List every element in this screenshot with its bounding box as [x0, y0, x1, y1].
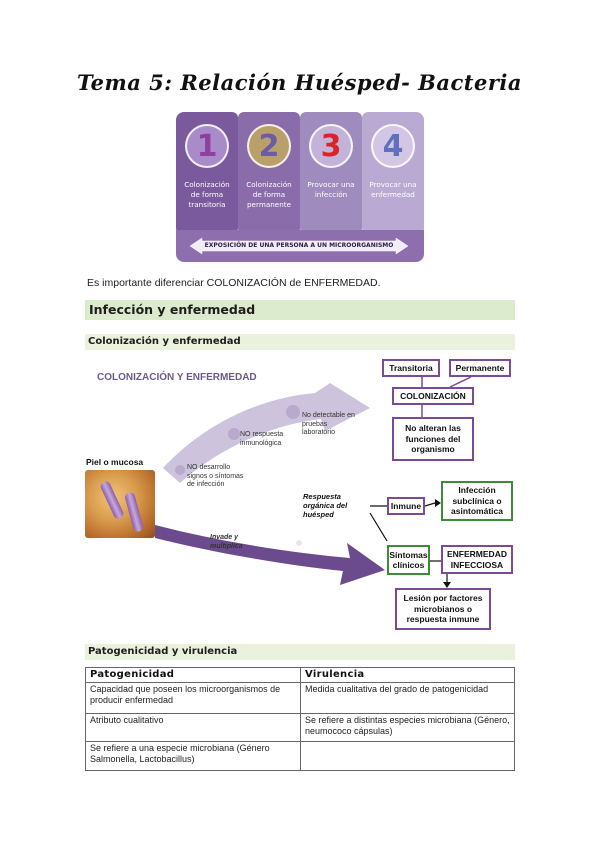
stage-1: 1 Colonización de forma transitoria [176, 112, 238, 234]
box-permanente: Permanente [449, 359, 511, 377]
table-row: Se refiere a una especie microbiana (Gén… [85, 740, 515, 771]
stage-4: 4 Provocar una enfermedad [362, 112, 424, 234]
label-respuesta-organica: Respuesta orgánica del huésped [303, 492, 348, 519]
box-colonizacion: COLONIZACIÓN [392, 387, 474, 405]
label-no-detectable: No detectable en pruebas laboratorio [302, 412, 355, 436]
skin-label: Piel o mucosa [86, 457, 144, 467]
table-cell: Se refiere a una especie microbiana (Gén… [85, 740, 301, 771]
intro-text: Es importante diferenciar COLONIZACIÓN d… [87, 277, 381, 289]
stage-label-2: Colonización de forma permanente [246, 180, 292, 209]
table-cell: Medida cualitativa del grado de patogeni… [300, 681, 515, 714]
subsection-heading-patogenicidad: Patogenicidad y virulencia [85, 644, 515, 660]
skin-mucosa-image [85, 470, 155, 538]
box-transitoria: Transitoria [382, 359, 440, 377]
stage-number-1: 1 [185, 124, 229, 168]
label-invade: Invade y multiplica [210, 534, 243, 550]
section-heading-infeccion: Infección y enfermedad [85, 300, 515, 320]
box-sintomas: Síntomas clínicos [387, 545, 430, 575]
label-no-respuesta: NO respuesta inmunológica [240, 431, 284, 447]
box-lesion: Lesión por factores microbianos o respue… [395, 588, 491, 630]
table-header: Patogenicidad [85, 667, 301, 683]
stage-label-4: Provocar una enfermedad [369, 180, 417, 199]
diagram-arrows [155, 365, 472, 588]
stage-3: 3 Provocar una infección [300, 112, 362, 234]
table-cell: Atributo cualitativo [85, 712, 301, 742]
stage-number-4: 4 [371, 124, 415, 168]
subsection-heading-colonizacion: Colonización y enfermedad [85, 334, 515, 350]
stage-2: 2 Colonización de forma permanente [238, 112, 300, 234]
table-header: Virulencia [300, 667, 515, 683]
colonizacion-diagram: COLONIZACIÓN Y ENFERMEDAD Piel o mucosa … [85, 353, 515, 635]
box-subclinica: Infección subclínica o asintomática [441, 481, 513, 521]
table-cell: Capacidad que poseen los microorganismos… [85, 681, 301, 714]
box-enfermedad: ENFERMEDAD INFECCIOSA [441, 545, 513, 574]
diagram-title: COLONIZACIÓN Y ENFERMEDAD [97, 372, 257, 383]
table-cell [300, 740, 515, 771]
stage-number-2: 2 [247, 124, 291, 168]
stage-number-3: 3 [309, 124, 353, 168]
table-header-row: Patogenicidad Virulencia [85, 667, 515, 683]
table-cell: Se refiere a distintas especies microbia… [300, 712, 515, 742]
label-no-signos: NO desarrollo signos o síntomas de infec… [187, 464, 244, 488]
patogenicidad-virulencia-table: Patogenicidad Virulencia Capacidad que p… [85, 667, 515, 771]
box-inmune: Inmune [387, 497, 425, 515]
table-row: Capacidad que poseen los microorganismos… [85, 681, 515, 714]
stage-label-1: Colonización de forma transitoria [184, 180, 230, 209]
box-no-alteran: No alteran las funciones del organismo [392, 417, 474, 461]
double-arrow-icon [190, 238, 408, 254]
table-row: Atributo cualitativo Se refiere a distin… [85, 712, 515, 742]
stage-label-3: Provocar una infección [307, 180, 355, 199]
stages-infographic: 1 Colonización de forma transitoria 2 Co… [176, 112, 424, 262]
page-title: Tema 5: Relación Huésped- Bacteria [76, 70, 523, 95]
stage-band-text: EXPOSICIÓN DE UNA PERSONA A UN MICROORGA… [204, 242, 394, 249]
